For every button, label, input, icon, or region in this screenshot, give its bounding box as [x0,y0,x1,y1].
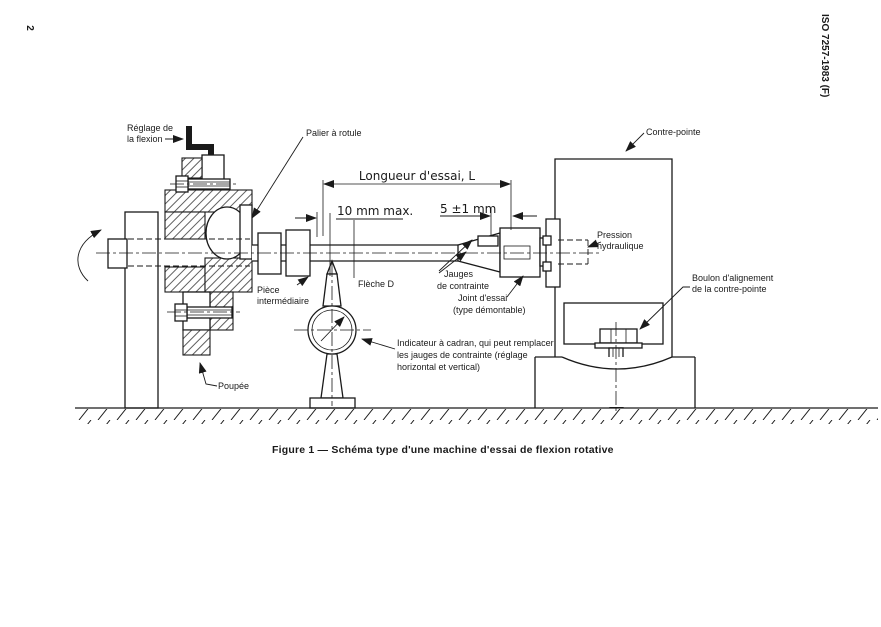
label-joint-1: Joint d'essai [458,293,507,303]
test-specimen [252,227,553,278]
label-indicateur-1: Indicateur à cadran, qui peut remplacer [397,338,554,348]
label-boulon-1: Boulon d'alignement [692,273,774,283]
headstock [107,126,253,409]
dial-needle [320,316,345,342]
test-joint-chuck [499,227,541,278]
intermediate-collar-1 [257,232,282,275]
hidden-bore-lines [128,238,250,267]
rotation-arrow [77,229,102,282]
label-fleche: Flèche D [358,279,395,289]
dimension-longueur: Longueur d'essai, L [322,169,512,236]
label-joint-2: (type démontable) [453,305,526,315]
label-palier: Palier à rotule [306,128,362,138]
leader-lines [165,132,690,387]
dimension-10mm-label: 10 mm max. [337,204,413,218]
figure-caption: Figure 1 — Schéma type d'une machine d'e… [272,444,614,456]
label-jauges-1: Jauges [444,269,474,279]
drive-shaft-stub [107,238,128,269]
label-piece-2: intermédiaire [257,296,309,306]
label-poupee: Poupée [218,381,249,391]
label-jauges-2: de contrainte [437,281,489,291]
tailstock-body [554,158,673,357]
centerlines [96,183,617,412]
tailstock-pedestal [534,356,696,408]
dimension-5mm-label: 5 ±1 mm [440,202,496,216]
tailstock [534,158,696,408]
labels: Réglage de la flexion Palier à rotule Co… [127,123,774,391]
dimension-10mm: 10 mm max. [295,204,413,276]
dial-indicator-base [309,397,356,409]
headstock-foot [182,329,211,356]
label-indicateur-3: horizontal et vertical) [397,362,480,372]
dimension-5mm: 5 ±1 mm [440,202,537,236]
label-piece-1: Pièce [257,285,280,295]
label-reglage-1: Réglage de [127,123,173,133]
ground [75,409,878,424]
label-boulon-2: de la contre-pointe [692,284,767,294]
strain-gauge [477,235,499,247]
label-indicateur-2: les jauges de contrainte (réglage [397,350,528,360]
edge-header: ISO 7257-1983 (F) [819,14,830,97]
label-contre-pointe: Contre-pointe [646,127,701,137]
page-number: 2 [24,25,35,31]
dimension-longueur-label: Longueur d'essai, L [359,169,476,183]
page-furniture: 2 ISO 7257-1983 (F) Figure 1 — Schéma ty… [24,14,830,456]
label-pression-2: hydraulique [597,241,644,251]
headstock-plate [124,211,159,409]
label-pression-1: Pression [597,230,632,240]
label-reglage-2: la flexion [127,134,163,144]
lower-clamp-bolt [174,303,233,322]
